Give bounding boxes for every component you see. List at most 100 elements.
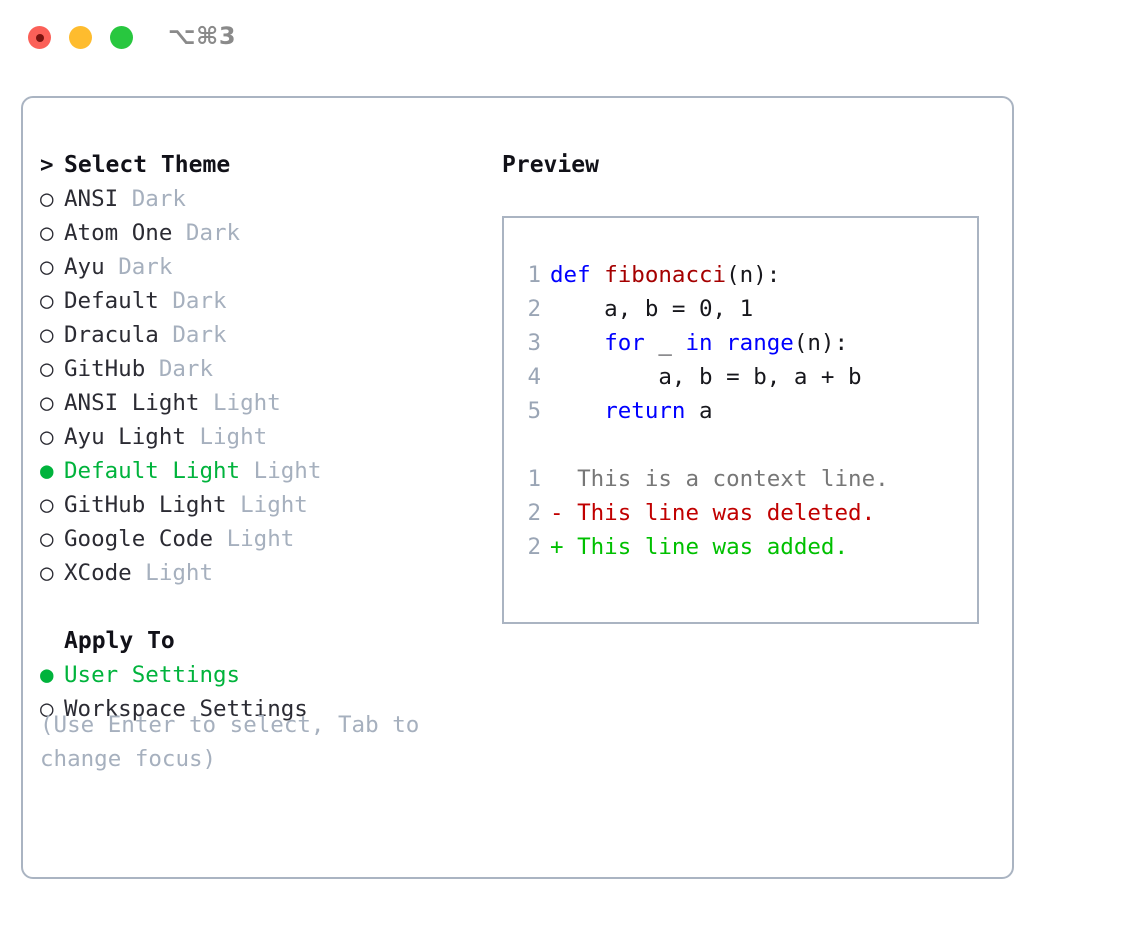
theme-option-variant: Dark <box>185 220 241 246</box>
radio-unselected-icon: ○ <box>40 424 54 450</box>
theme-option-ansi-light[interactable]: ○ANSI Light Light <box>40 386 480 420</box>
theme-option-google-code[interactable]: ○Google Code Light <box>40 522 480 556</box>
theme-option-name: Atom One <box>64 220 173 246</box>
apply-to-option-name: User Settings <box>64 662 241 688</box>
diff-line-text: This is a context line. <box>577 466 889 492</box>
select-theme-header: > Select Theme <box>40 148 480 182</box>
code-token-plain <box>550 398 604 424</box>
spacer <box>159 318 173 352</box>
theme-option-ayu-light[interactable]: ○ Ayu Light Light <box>40 420 480 454</box>
code-token-plain: a, b = 0, 1 <box>550 296 754 322</box>
diff-line-number: 2 <box>527 500 541 526</box>
diff-sign: + <box>550 534 564 560</box>
apply-to-option-list: ● User Settings ○ Workspace Settings <box>40 658 480 726</box>
theme-option-variant: Dark <box>118 254 173 280</box>
spacer <box>118 182 132 216</box>
code-line-number: 3 <box>527 330 541 356</box>
spacer <box>227 488 241 522</box>
select-theme-label: Select Theme <box>64 152 231 178</box>
radio-selected-icon: ● <box>40 662 54 688</box>
code-token-plain <box>550 330 604 356</box>
apply-to-label: Apply To <box>64 628 175 654</box>
diff-line-ctx: 1 This is a context line. <box>516 462 977 496</box>
radio-unselected-icon: ○ <box>40 696 54 722</box>
theme-option-variant: Dark <box>172 322 227 348</box>
spacer <box>564 530 578 564</box>
diff-line-del: 2- This line was deleted. <box>516 496 977 530</box>
theme-option-variant: Light <box>199 424 268 450</box>
theme-option-name: XCode <box>64 560 132 586</box>
code-token-plain: a, b = b, a + b <box>550 364 862 390</box>
preview-title: Preview <box>502 152 599 178</box>
theme-option-variant: Light <box>240 492 308 518</box>
code-line: 2 a, b = 0, 1 <box>516 292 977 326</box>
close-window-button[interactable] <box>28 26 51 49</box>
theme-option-variant: Dark <box>172 288 227 314</box>
spacer <box>105 250 119 284</box>
keyboard-shortcut-label: ⌥⌘3 <box>168 22 237 50</box>
code-line: 5 return a <box>516 394 977 428</box>
theme-option-default-light[interactable]: ● Default Light Light <box>40 454 480 488</box>
radio-unselected-icon: ○ <box>40 322 54 348</box>
theme-option-variant: Dark <box>158 356 214 382</box>
theme-selector-panel: > Select Theme ○ANSI Dark○Atom One Dark○… <box>21 96 1014 879</box>
diff-line-text: This line was deleted. <box>577 500 876 526</box>
theme-option-name: ANSI <box>64 186 119 212</box>
radio-unselected-icon: ○ <box>40 526 54 552</box>
theme-option-name: Ayu Light <box>64 424 186 450</box>
spacer <box>132 556 146 590</box>
code-token-kw: def <box>550 262 591 288</box>
theme-option-name: Dracula <box>64 322 159 348</box>
spacer <box>213 522 227 556</box>
spacer <box>564 496 578 530</box>
code-token-kw: return <box>604 398 686 424</box>
theme-option-ansi[interactable]: ○ANSI Dark <box>40 182 480 216</box>
code-token-kw: in <box>685 330 713 356</box>
theme-option-xcode[interactable]: ○ XCode Light <box>40 556 480 590</box>
radio-unselected-icon: ○ <box>40 288 54 314</box>
radio-unselected-icon: ○ <box>40 492 54 518</box>
theme-option-variant: Light <box>213 390 281 416</box>
code-line-number: 2 <box>527 296 541 322</box>
theme-option-dracula[interactable]: ○ Dracula Dark <box>40 318 480 352</box>
radio-unselected-icon: ○ <box>40 560 54 586</box>
theme-option-github-light[interactable]: ○GitHub Light Light <box>40 488 480 522</box>
theme-option-default[interactable]: ○Default Dark <box>40 284 480 318</box>
theme-option-variant: Light <box>145 560 214 586</box>
diff-line-text: This line was added. <box>577 534 849 560</box>
spacer <box>172 216 186 250</box>
apply-to-option-workspace-settings[interactable]: ○ Workspace Settings <box>40 692 480 726</box>
code-token-plain: (n): <box>726 262 781 288</box>
radio-unselected-icon: ○ <box>40 254 54 280</box>
theme-option-name: Google Code <box>64 526 214 552</box>
diff-sign: - <box>550 500 564 526</box>
diff-line-number: 2 <box>527 534 541 560</box>
code-line-content: for _ in range(n): <box>550 326 848 360</box>
code-token-plain: a <box>685 398 713 424</box>
theme-option-name: ANSI Light <box>64 390 200 416</box>
code-line-number: 1 <box>527 262 541 288</box>
theme-option-ayu[interactable]: ○Ayu Dark <box>40 250 480 284</box>
diff-sample: 1 This is a context line.2- This line wa… <box>516 462 977 564</box>
code-token-kw: for <box>604 330 645 356</box>
diff-line-add: 2 + This line was added. <box>516 530 977 564</box>
theme-option-github[interactable]: ○GitHub Dark <box>40 352 480 386</box>
code-token-plain: _ <box>644 330 686 356</box>
theme-option-name: Default Light <box>64 458 241 484</box>
code-line-number: 5 <box>527 398 541 424</box>
code-token-fn: fibonacci <box>604 262 727 288</box>
theme-option-variant: Light <box>253 458 322 484</box>
code-line: 4 a, b = b, a + b <box>516 360 977 394</box>
theme-list-column: > Select Theme ○ANSI Dark○Atom One Dark○… <box>40 148 480 726</box>
maximize-window-button[interactable] <box>110 26 133 49</box>
minimize-window-button[interactable] <box>69 26 92 49</box>
apply-to-option-user-settings[interactable]: ● User Settings <box>40 658 480 692</box>
code-line-content: def fibonacci(n): <box>550 258 780 292</box>
apply-to-option-name: Workspace Settings <box>64 696 308 722</box>
theme-option-atom-one[interactable]: ○Atom One Dark <box>40 216 480 250</box>
spacer <box>199 386 213 420</box>
radio-selected-icon: ● <box>40 458 54 484</box>
